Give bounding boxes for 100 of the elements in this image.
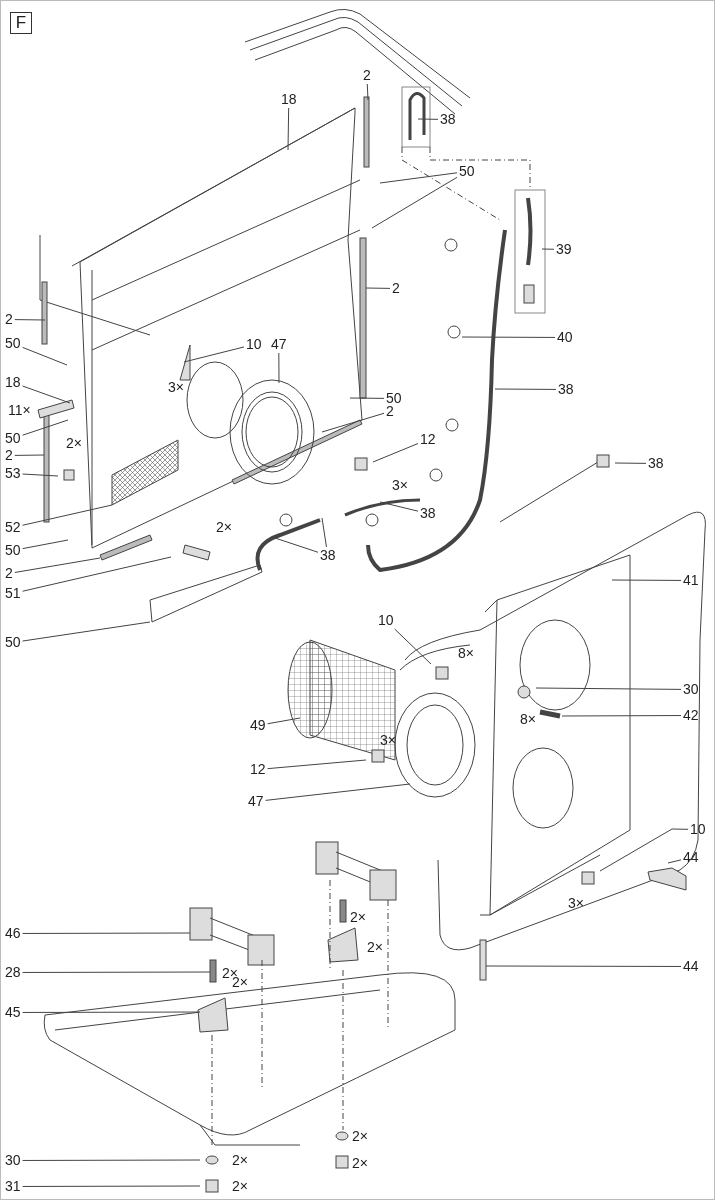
callout-number: 53 bbox=[5, 466, 21, 481]
callout-number: 2 bbox=[392, 281, 400, 296]
quantity-mark: 2× bbox=[350, 910, 366, 925]
callout-number: 38 bbox=[558, 382, 574, 397]
leader-line bbox=[278, 352, 280, 384]
quantity-mark: 3× bbox=[568, 896, 584, 911]
leader-line bbox=[22, 539, 69, 550]
callout-number: 52 bbox=[5, 520, 21, 535]
callout-number: 50 bbox=[5, 635, 21, 650]
callout-number: 44 bbox=[683, 850, 699, 865]
leader-line bbox=[494, 388, 557, 390]
leader-line bbox=[14, 319, 46, 321]
callout-number: 50 bbox=[5, 336, 21, 351]
quantity-mark: 2× bbox=[352, 1156, 368, 1171]
leader-line bbox=[366, 83, 369, 101]
callout-number: 44 bbox=[683, 959, 699, 974]
leader-line bbox=[417, 118, 439, 120]
callout-number: 10 bbox=[378, 613, 394, 628]
callout-number: 10 bbox=[690, 822, 706, 837]
leader-line bbox=[561, 715, 682, 717]
callout-number: 2 bbox=[5, 448, 13, 463]
leader-line bbox=[365, 287, 391, 289]
quantity-mark: 3× bbox=[392, 478, 408, 493]
quantity-mark: 2× bbox=[367, 940, 383, 955]
callout-number: 12 bbox=[420, 432, 436, 447]
callout-number: 18 bbox=[5, 375, 21, 390]
leader-line bbox=[541, 248, 555, 250]
callout-number: 49 bbox=[250, 718, 266, 733]
leader-line bbox=[267, 717, 301, 725]
leader-line bbox=[183, 346, 245, 363]
callout-number: 47 bbox=[248, 794, 264, 809]
quantity-mark: 3× bbox=[380, 733, 396, 748]
callout-number: 38 bbox=[420, 506, 436, 521]
leader-line bbox=[614, 462, 647, 464]
callout-number: 47 bbox=[271, 337, 287, 352]
quantity-mark: 2× bbox=[352, 1129, 368, 1144]
callout-number: 2 bbox=[5, 566, 13, 581]
quantity-mark: 8× bbox=[520, 712, 536, 727]
callout-number: 38 bbox=[648, 456, 664, 471]
callout-number: 2 bbox=[363, 68, 371, 83]
leader-line bbox=[22, 419, 69, 436]
leader-line bbox=[321, 412, 385, 433]
leader-line bbox=[372, 443, 419, 463]
leader-line bbox=[22, 385, 71, 404]
leader-line bbox=[22, 346, 68, 366]
callout-number: 42 bbox=[683, 708, 699, 723]
leader-line bbox=[22, 473, 59, 477]
leader-line bbox=[611, 579, 682, 581]
leader-line bbox=[265, 783, 411, 801]
quantity-mark: 2× bbox=[232, 1153, 248, 1168]
leader-line bbox=[485, 965, 682, 967]
callout-number: 45 bbox=[5, 1005, 21, 1020]
callout-number: 30 bbox=[683, 682, 699, 697]
callout-number: 28 bbox=[5, 965, 21, 980]
leader-line bbox=[22, 971, 211, 973]
leader-line bbox=[599, 828, 689, 872]
callout-number: 46 bbox=[5, 926, 21, 941]
leader-line bbox=[349, 397, 385, 399]
leader-line bbox=[379, 172, 458, 184]
callout-number: 50 bbox=[5, 431, 21, 446]
quantity-mark: 2× bbox=[216, 520, 232, 535]
leader-line bbox=[535, 687, 682, 690]
callout-number: 30 bbox=[5, 1153, 21, 1168]
leader-line bbox=[379, 501, 419, 512]
leader-line bbox=[371, 176, 458, 229]
callout-number: 51 bbox=[5, 586, 21, 601]
callout-number: 2 bbox=[386, 404, 394, 419]
callout-number: 40 bbox=[557, 330, 573, 345]
leader-line bbox=[22, 556, 172, 592]
leader-line bbox=[22, 621, 151, 642]
callout-number: 31 bbox=[5, 1179, 21, 1194]
quantity-mark: 2× bbox=[66, 436, 82, 451]
leader-line bbox=[22, 932, 191, 934]
leader-line bbox=[394, 628, 432, 665]
leader-line bbox=[321, 517, 327, 548]
callout-number: 38 bbox=[440, 112, 456, 127]
section-letter: F bbox=[10, 12, 32, 34]
leader-line bbox=[22, 1159, 201, 1161]
callout-number: 2 bbox=[5, 312, 13, 327]
quantity-mark: 3× bbox=[168, 380, 184, 395]
callout-number: 39 bbox=[556, 242, 572, 257]
leader-line bbox=[14, 557, 101, 573]
leader-line bbox=[14, 454, 45, 456]
leader-line bbox=[22, 1185, 201, 1187]
callout-number: 50 bbox=[459, 164, 475, 179]
leader-line bbox=[22, 504, 113, 526]
leader-line bbox=[461, 336, 556, 338]
callout-number: 12 bbox=[250, 762, 266, 777]
quantity-mark: 2× bbox=[232, 1179, 248, 1194]
callout-number: 10 bbox=[246, 337, 262, 352]
leader-line bbox=[667, 859, 682, 864]
callout-number: 50 bbox=[386, 391, 402, 406]
callout-number: 50 bbox=[5, 543, 21, 558]
callout-number: 38 bbox=[320, 548, 336, 563]
leader-line bbox=[22, 1011, 201, 1013]
quantity-mark: 11× bbox=[8, 403, 31, 418]
leader-line bbox=[287, 107, 290, 151]
leader-line bbox=[267, 759, 367, 770]
quantity-mark: 8× bbox=[458, 646, 474, 661]
callout-number: 18 bbox=[281, 92, 297, 107]
